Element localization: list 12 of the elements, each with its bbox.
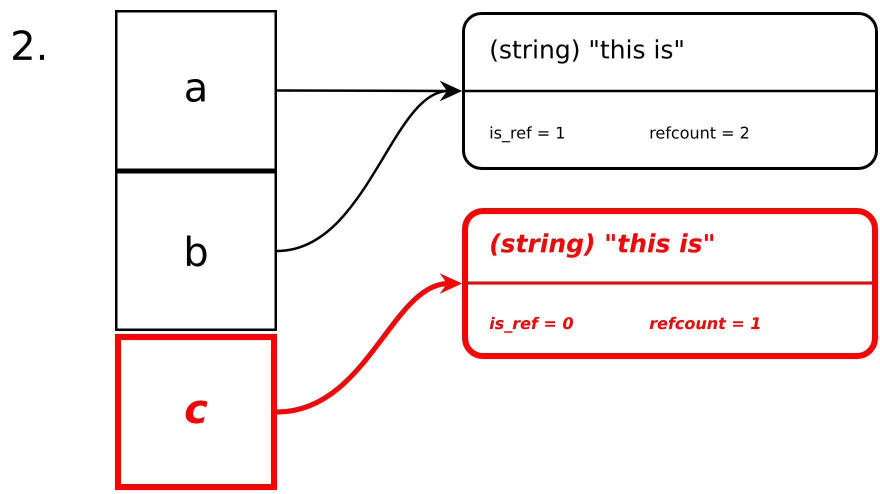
variable-cell: c xyxy=(115,334,277,490)
field-value: is_ref = 1 xyxy=(490,126,564,142)
field-value: refcount = 2 xyxy=(650,126,748,139)
value-type: (string) "this is" xyxy=(491,39,683,64)
value-type: (string) "this is" xyxy=(491,233,714,258)
variable-cell: a xyxy=(115,10,277,171)
variable-cell: b xyxy=(115,171,277,331)
step-number: 2. xyxy=(13,30,44,60)
value-box xyxy=(462,12,878,170)
field-value: refcount = 1 xyxy=(650,316,760,330)
value-box xyxy=(462,208,878,359)
field-value: is_ref = 0 xyxy=(490,316,573,333)
